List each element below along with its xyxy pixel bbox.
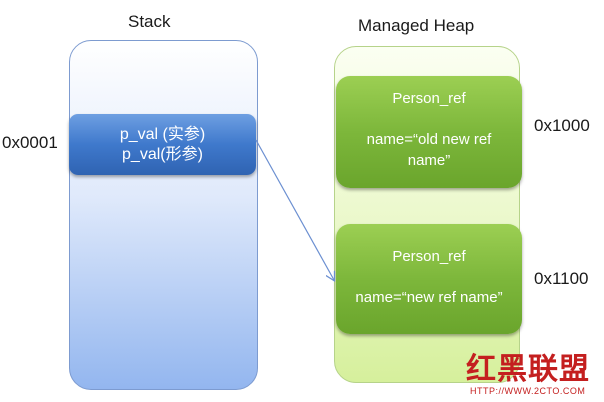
formal-parameter-label: p_val(形参) <box>122 145 203 163</box>
parameter-box: p_val (实参) p_val(形参) <box>69 114 256 175</box>
watermark-logo: 红黑联盟 <box>466 352 590 387</box>
watermark-url: HTTP://WWW.2CTO.COM <box>470 386 586 396</box>
managed-heap-title: Managed Heap <box>358 16 475 35</box>
heap-address-label-2: 0x1100 <box>534 269 589 288</box>
actual-parameter-label: p_val (实参) <box>119 125 206 143</box>
stack-title: Stack <box>128 12 171 31</box>
heap-object-old: Person_ref name=“old new ref name” <box>336 76 522 188</box>
stack-column <box>69 40 258 390</box>
heap-object-field: name=“new ref name” <box>355 289 503 306</box>
heap-object-new: Person_ref name=“new ref name” <box>336 224 522 334</box>
heap-address-label-1: 0x1000 <box>534 116 590 135</box>
heap-object-type: Person_ref <box>392 90 466 107</box>
heap-object-type: Person_ref <box>392 248 466 265</box>
heap-object-field: name=“old new ref name” <box>366 131 492 169</box>
stack-address-label: 0x0001 <box>2 133 58 152</box>
